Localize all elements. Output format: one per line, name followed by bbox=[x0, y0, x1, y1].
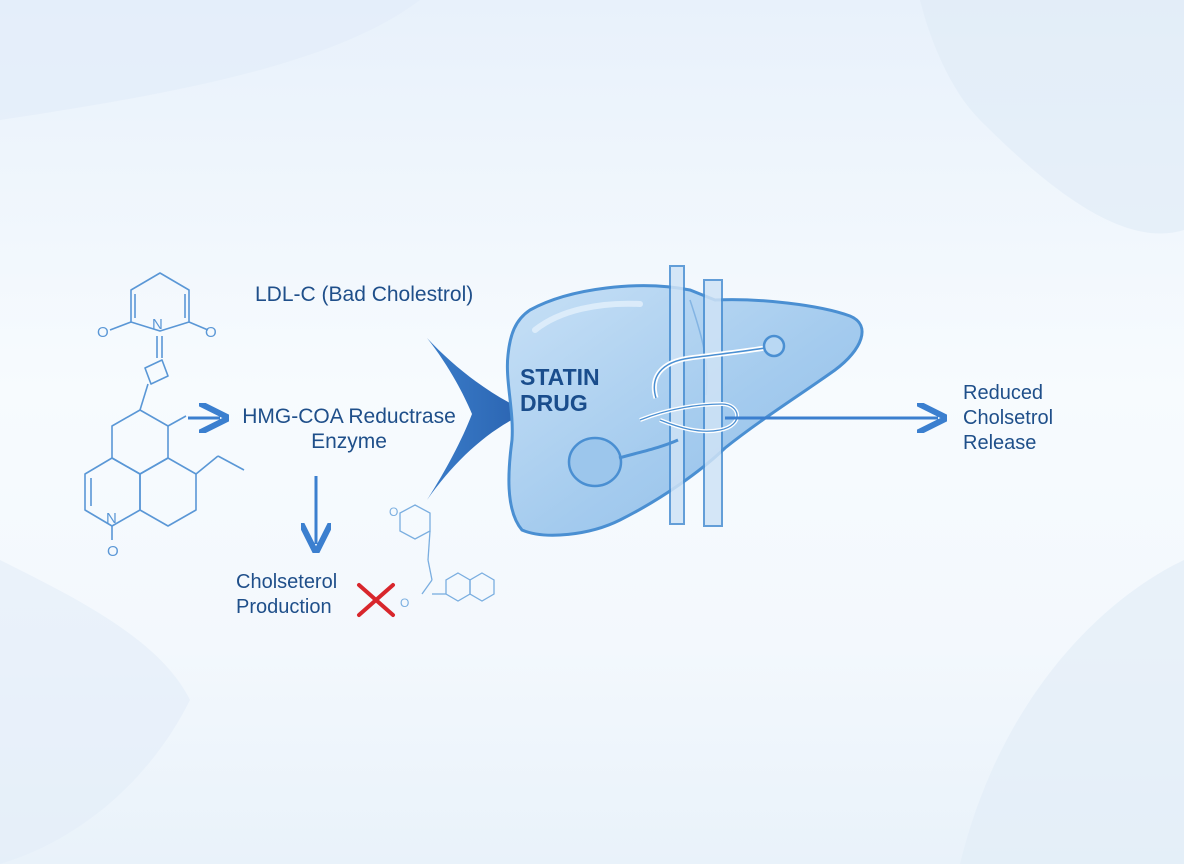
small-atom-oxygen-bottom: O bbox=[400, 596, 409, 610]
liver-illustration bbox=[505, 265, 864, 537]
small-molecule-structure bbox=[399, 504, 495, 602]
atom-nitrogen-top: N bbox=[152, 316, 163, 333]
release-label-line2: Cholsetrol bbox=[963, 407, 1054, 429]
small-atom-oxygen-top: O bbox=[389, 505, 398, 519]
statin-drug-label-line1: STATIN bbox=[520, 364, 600, 390]
statin-drug-label: STATIN DRUG bbox=[520, 364, 650, 417]
ldl-label: LDL-C (Bad Cholestrol) bbox=[255, 283, 474, 306]
enzyme-label-line2: Enzyme bbox=[311, 430, 387, 454]
release-label-line3: Release bbox=[963, 432, 1037, 454]
blocked-x-icon bbox=[357, 583, 395, 617]
molecule-structure bbox=[84, 272, 245, 540]
ldl-inflow-arrow bbox=[427, 338, 528, 500]
enzyme-label: HMG-COA Reductrase Enzyme bbox=[234, 404, 464, 454]
production-label-line2: Production bbox=[236, 596, 332, 618]
molecule-atom-labels: N O O N O bbox=[97, 316, 217, 560]
production-label: Cholseterol Production bbox=[236, 570, 366, 620]
atom-oxygen-right: O bbox=[205, 324, 217, 341]
statin-drug-label-line2: DRUG bbox=[520, 390, 588, 417]
atom-oxygen-bottom: O bbox=[107, 543, 119, 560]
atom-nitrogen-bottom: N bbox=[106, 510, 117, 527]
release-label-line1: Reduced bbox=[963, 382, 1044, 404]
production-label-line1: Cholseterol bbox=[236, 571, 338, 593]
atom-oxygen-left: O bbox=[97, 324, 109, 341]
release-label: Reduced Cholsetrol Release bbox=[963, 381, 1113, 456]
enzyme-label-line1: HMG-COA Reductrase bbox=[242, 405, 456, 428]
